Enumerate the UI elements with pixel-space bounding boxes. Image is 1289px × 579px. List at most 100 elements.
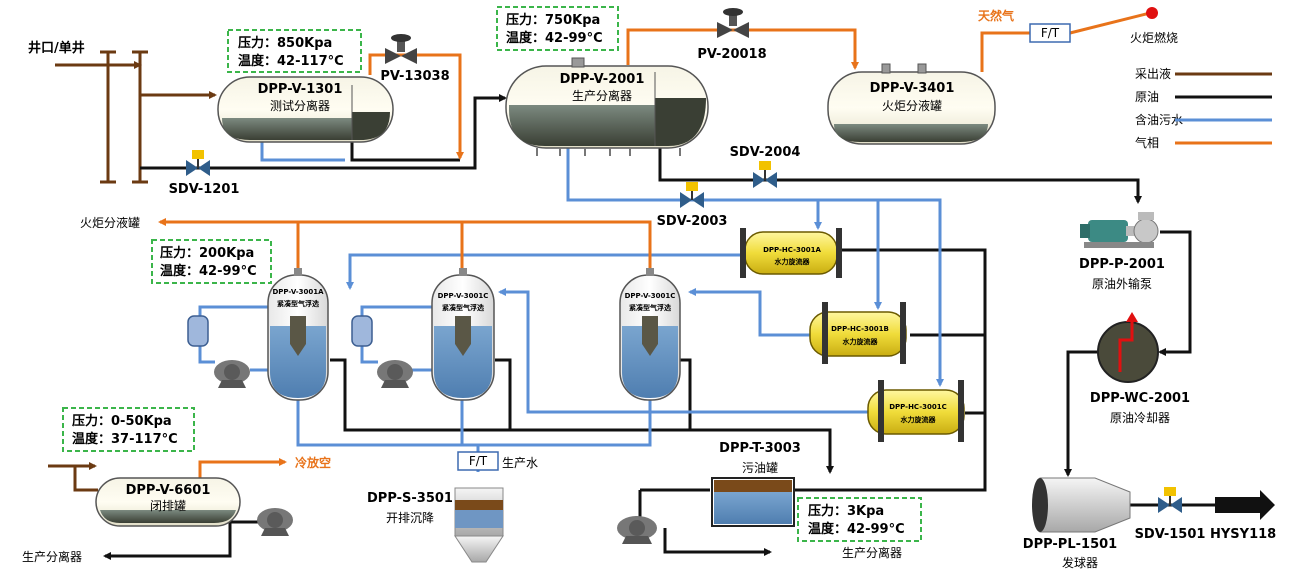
flare-drum-dest-label: 火炬分液罐 (80, 215, 140, 230)
valve-pv20018[interactable]: PV-20018 (697, 8, 767, 62)
pipe-t3003-to-sep (663, 528, 772, 556)
legend-label-2: 含油污水 (1135, 112, 1183, 127)
legend-label-0: 采出液 (1135, 66, 1171, 81)
launcher-pl1501[interactable]: DPP-PL-1501 发球器 (1023, 477, 1131, 570)
v1301-tag: DPP-V-1301 (258, 82, 343, 97)
pt-box-floats: 压力：200Kpa 温度：42-99°C (151, 239, 272, 284)
wc2001-name: 原油冷却器 (1110, 411, 1170, 425)
p2001-name: 原油外输泵 (1092, 276, 1152, 291)
valve-sdv1501[interactable]: SDV-1501 (1135, 487, 1206, 542)
pt-t3003-line2: 温度：42-99°C (808, 521, 905, 537)
valve-sdv2003[interactable]: SDV-2003 (657, 182, 728, 229)
ft-top[interactable]: F/T (1029, 23, 1071, 43)
pl1501-name: 发球器 (1062, 555, 1098, 570)
hcb-tag: DPP-HC-3001B (831, 325, 889, 333)
pipe-float-bottom (296, 400, 652, 447)
ft-top-label: F/T (1041, 26, 1060, 40)
sdv1501-label: SDV-1501 (1135, 527, 1206, 542)
hysy-label: HYSY118 (1210, 527, 1276, 542)
pipe-v1301-water (260, 140, 345, 162)
ft-bottom-label: F/T (469, 454, 488, 468)
vessel-v1301[interactable]: DPP-V-1301 测试分离器 (217, 76, 394, 143)
vessel-v3401[interactable]: DPP-V-3401 火炬分液罐 (827, 63, 996, 145)
pipe-v2001-to-pump (658, 148, 1142, 204)
cold-vent-label: 冷放空 (295, 455, 331, 470)
float-cell-a[interactable]: DPP-V-3001A 紧凑型气浮选 (267, 268, 329, 401)
pipe-to-v6601-b (73, 466, 98, 492)
float-b-tag: DPP-V-3001C (438, 292, 489, 300)
float-a-tag: DPP-V-3001A (272, 288, 324, 296)
pipe-floats-gas (158, 218, 652, 268)
pipe-float-oil-c (680, 358, 692, 430)
float-b-name: 紧凑型气浮选 (442, 303, 484, 312)
hydrocyclone-b[interactable]: DPP-HC-3001B 水力旋流器 (809, 302, 907, 364)
pipe-float-a-recycle-b (198, 345, 215, 364)
settler-s3501[interactable]: DPP-S-3501 开排沉降 (367, 487, 504, 563)
s3501-tag: DPP-S-3501 (367, 491, 453, 506)
pipe-inlet-to-v2001 (140, 94, 507, 170)
pipe-pump-to-cooler (1158, 230, 1192, 356)
hcb-name: 水力旋流器 (843, 337, 879, 346)
float-b-aux (351, 315, 413, 388)
legend-label-3: 气相 (1135, 135, 1159, 150)
pt-box-v2001: 压力：750Kpa 温度：42-99°C (496, 6, 619, 51)
pipe-v6601-to-sep (103, 520, 262, 560)
valve-sdv1201[interactable]: SDV-1201 (169, 150, 240, 197)
pipes-water (198, 140, 944, 472)
pipe-hcc-to-float-b (498, 288, 870, 414)
flare-label: 火炬燃烧 (1130, 30, 1178, 45)
export-arrow (1215, 490, 1275, 520)
v2001-tag: DPP-V-2001 (560, 72, 645, 87)
float-cell-b[interactable]: DPP-V-3001C 紧凑型气浮选 (431, 268, 495, 401)
pl1501-tag: DPP-PL-1501 (1023, 537, 1117, 552)
valve-sdv2004[interactable]: SDV-2004 (730, 145, 801, 188)
flare-dot (1146, 7, 1158, 19)
float-c-tag: DPP-V-3001C (625, 292, 676, 300)
pt-floats-line1: 压力：200Kpa (160, 245, 254, 261)
legend: 采出液 原油 含油污水 气相 (1135, 66, 1272, 150)
natural-gas-label: 天然气 (978, 8, 1014, 23)
vessel-v2001[interactable]: DPP-V-2001 生产分离器 (505, 57, 709, 156)
pt-t3003-line1: 压力：3Kpa (808, 503, 884, 519)
hcc-name: 水力旋流器 (901, 415, 937, 424)
tank-t3003[interactable]: DPP-T-3003 污油罐 (711, 441, 801, 527)
float-a-aux (187, 315, 250, 388)
float-c-name: 紧凑型气浮选 (629, 303, 671, 312)
hca-name: 水力旋流器 (775, 257, 811, 266)
float-a-name: 紧凑型气浮选 (277, 299, 319, 308)
t3003-tag: DPP-T-3003 (719, 441, 801, 456)
pipe-float-b-recycle-b (360, 345, 378, 364)
v3401-name: 火炬分液罐 (882, 98, 942, 113)
to-sep-label-2: 生产分离器 (842, 545, 902, 560)
pipe-v2001-water (566, 148, 944, 387)
pt-box-v1301: 压力：850Kpa 温度：42-117°C (227, 29, 362, 73)
sdv2004-label: SDV-2004 (730, 145, 801, 160)
pipe-float-oil-b (495, 358, 512, 430)
legend-label-1: 原油 (1135, 90, 1159, 104)
hydrocyclone-a[interactable]: DPP-HC-3001A 水力旋流器 (740, 228, 842, 278)
hcc-tag: DPP-HC-3001C (889, 403, 947, 411)
cooler-wc2001[interactable]: DPP-WC-2001 原油冷却器 (1090, 312, 1190, 425)
sdv2003-label: SDV-2003 (657, 214, 728, 229)
ft-bottom[interactable]: F/T (457, 451, 499, 471)
pipe-hca-to-float-a (346, 253, 745, 290)
pt-v6601-line2: 温度：37-117°C (72, 431, 178, 447)
pipe-float-oil (330, 358, 834, 474)
hydrocyclone-c[interactable]: DPP-HC-3001C 水力旋流器 (867, 380, 965, 442)
inlet-label: 井口/单井 (28, 40, 85, 56)
valve-pv13038[interactable]: PV-13038 (380, 34, 450, 84)
s3501-name: 开排沉降 (386, 511, 434, 525)
float-cell-c[interactable]: DPP-V-3001C 紧凑型气浮选 (619, 268, 681, 401)
pipe-v3401-to-ft (980, 31, 1030, 72)
v6601-pump (257, 508, 293, 536)
pv13038-label: PV-13038 (380, 69, 449, 84)
pipes-produced (48, 50, 217, 492)
v3401-tag: DPP-V-3401 (870, 81, 955, 96)
hca-tag: DPP-HC-3001A (763, 246, 821, 254)
pv20018-label: PV-20018 (697, 47, 766, 62)
vessel-v6601[interactable]: DPP-V-6601 闭排罐 (95, 477, 241, 527)
pump-p2001[interactable]: DPP-P-2001 原油外输泵 (1079, 212, 1165, 291)
pipes-crude (103, 94, 1275, 560)
